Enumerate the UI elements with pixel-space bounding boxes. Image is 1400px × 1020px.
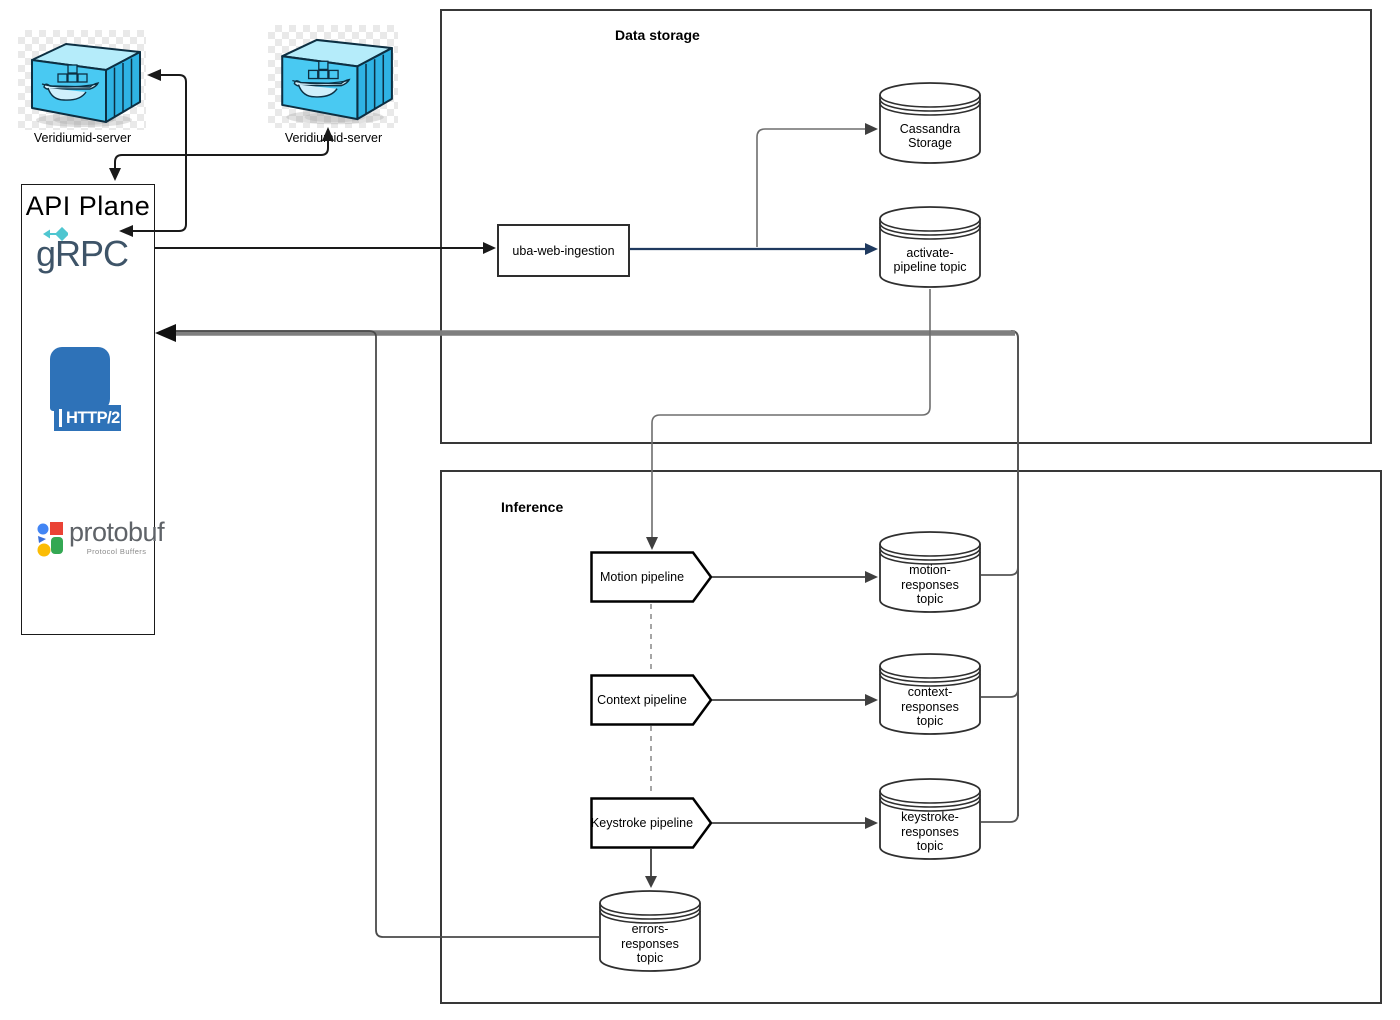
database-cylinder-icon [879, 778, 981, 860]
api-plane-title: API Plane [25, 191, 151, 221]
motion-pipeline-node: Motion pipeline [590, 551, 713, 603]
cylinder-label: Cassandra Storage [899, 121, 961, 151]
protobuf-subtext: Protocol Buffers [86, 547, 147, 556]
errors-responses-topic-cylinder: errors- responses topic [599, 889, 701, 973]
context-responses-topic-cylinder: context- responses topic [879, 652, 981, 736]
cassandra-storage-cylinder: Cassandra Storage [879, 81, 981, 165]
cylinder-label: motion- responses topic [901, 563, 959, 607]
container-label-2: Veridiumid-server [284, 131, 383, 145]
uba-web-ingestion-node: uba-web-ingestion [497, 224, 630, 277]
http2-logo: HTTP/2 [46, 347, 121, 439]
http2-text: HTTP/2 [66, 408, 120, 427]
api-plane-box: API Plane gRPC HTTP/2 [21, 184, 165, 635]
database-cylinder-icon [599, 890, 701, 972]
cylinder-label: activate- pipeline topic [893, 245, 967, 275]
arrowhead-into-api-plane [155, 324, 176, 342]
cylinder-label: context- responses topic [901, 685, 959, 729]
context-pipeline-node: Context pipeline [590, 674, 713, 726]
http2-bubble-icon [50, 347, 110, 411]
docker-container-image-2 [268, 25, 398, 128]
grpc-wordmark: gRPC [36, 233, 129, 274]
database-cylinder-icon [879, 206, 981, 288]
cylinder-label: errors- responses topic [621, 922, 679, 966]
protobuf-logo: protobuf Protocol Buffers [36, 519, 165, 569]
motion-responses-topic-cylinder: motion- responses topic [879, 530, 981, 614]
protobuf-wordmark: protobuf [69, 517, 165, 547]
inference-title: Inference [501, 499, 564, 515]
http2-wordmark: HTTP/2 [54, 405, 121, 431]
docker-container-icon [31, 43, 141, 127]
container-label-1: Veridiumid-server [33, 131, 132, 145]
keystroke-responses-topic-cylinder: keystroke- responses topic [879, 777, 981, 861]
data-storage-title: Data storage [615, 27, 700, 43]
keystroke-pipeline-node: Keystroke pipeline [590, 797, 713, 849]
database-cylinder-icon [879, 82, 981, 164]
activate-pipeline-topic-cylinder: activate- pipeline topic [879, 205, 981, 289]
database-cylinder-icon [879, 653, 981, 735]
docker-container-image-1 [18, 30, 146, 130]
grpc-arrow-icon [43, 227, 68, 241]
http2-bar-icon [59, 409, 62, 427]
docker-container-icon [281, 38, 393, 125]
pipeline-label: Motion pipeline [599, 570, 685, 584]
protobuf-mark-icon [37, 522, 63, 557]
pipeline-label: Keystroke pipeline [590, 816, 694, 830]
pipeline-label: Context pipeline [597, 693, 687, 707]
cylinder-label: keystroke- responses topic [901, 810, 959, 854]
grpc-logo: gRPC [36, 227, 140, 285]
